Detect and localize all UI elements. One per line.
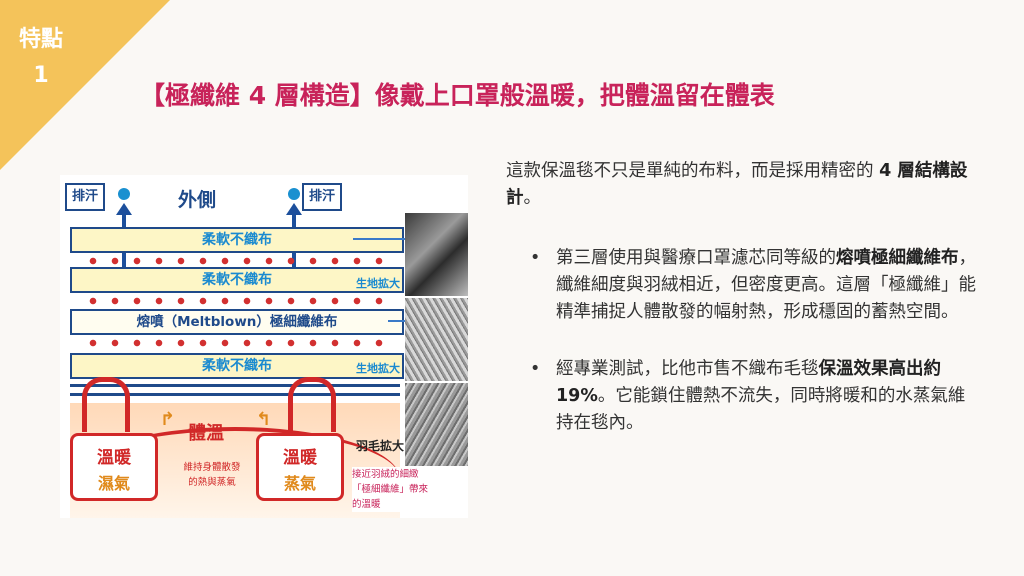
warm-box-right-line-2: 蒸氣 [283,474,316,493]
badge-line-2: 1 [33,63,49,88]
arrow-right-icon: ↱ [160,409,176,430]
warm-box-left-line-2: 濕氣 [97,474,130,493]
layer-2: 柔軟不織布 [70,267,404,293]
intro-bold: 4 層結構設計 [506,161,968,208]
arrow-left-icon: ↰ [256,409,272,430]
fabric-photo-2 [405,298,468,381]
sweat-label-left: 排汗 [65,183,106,211]
list-item: 第三層使用與醫療口罩濾芯同等級的熔噴極細纖維布，纖維細度與羽絨相近，但密度更高。… [508,245,978,326]
outside-label: 外側 [178,189,217,211]
heat-note-line-1: 維持身體散發 [183,462,241,473]
bullet-1-text-b: ，纖維細度與羽絨相近，但密度更高。這層「極纖維」能精準捕捉人體散發的幅射熱，形成… [556,248,976,322]
water-drop-icon [288,188,300,200]
intro-paragraph: 這款保溫毯不只是單純的布料，而是採用精密的 4 層結構設計。 [506,158,976,212]
feather-note-line-3: 的溫暖 [352,499,381,510]
fiber-dots [82,297,387,305]
heat-loop-left-icon [82,377,130,432]
photo-label-2: 生地拡大 [356,362,400,375]
warm-vapor-box: 溫暖 蒸氣 [256,433,344,501]
intro-text-b: 。 [523,188,542,208]
water-drop-icon [118,188,130,200]
sweat-label-right: 排汗 [302,183,343,211]
photo-label-1: 生地拡大 [356,277,400,290]
layer-1: 柔軟不織布 [70,227,404,253]
divider-line [70,384,400,387]
warm-box-left-line-1: 溫暖 [97,448,131,468]
corner-badge [0,0,170,170]
fiber-dots [82,339,387,347]
intro-text-a: 這款保溫毯不只是單純的布料，而是採用精密的 [506,161,880,181]
layer-3-meltblown: 熔噴（Meltblown）極細纖維布 [70,309,404,335]
warm-moisture-box: 溫暖 濕氣 [70,433,158,501]
warm-box-right-line-1: 溫暖 [283,448,317,468]
heat-note-line-2: 的熱與蒸氣 [188,477,236,488]
heat-loop-right-icon [288,377,336,432]
badge-text: 特點 1 [6,22,76,94]
layer-diagram: 排汗 外側 排汗 柔軟不織布 柔軟不織布 熔噴（Meltblown）極細纖維布 … [60,175,405,518]
photo-label-3: 羽毛拡大 [356,439,405,453]
feature-list: 第三層使用與醫療口罩濾芯同等級的熔噴極細纖維布，纖維細度與羽絨相近，但密度更高。… [508,245,978,437]
feather-note-line-2: 「極細纖維」帶來 [352,484,429,495]
badge-line-1: 特點 [18,27,63,52]
fiber-dots [82,257,387,265]
micro-photos [405,175,468,518]
page-title: 【極纖維 4 層構造】像戴上口罩般溫暖，把體溫留在體表 [140,81,775,110]
layer-4: 柔軟不織布 [70,353,404,379]
divider-line [70,393,400,396]
bullet-2-text-a: 經專業測試，比他市售不織布毛毯 [556,359,819,379]
fabric-photo-1 [405,213,468,296]
bullet-1-bold: 熔噴極細纖維布 [836,248,959,268]
bullet-2-text-b: 。它能鎖住體熱不流失，同時將暖和的水蒸氣維持在毯內。 [556,386,966,433]
feather-note: 接近羽絨的細緻 「極細纖維」帶來 的溫暖 [352,467,468,512]
photo-connector [388,320,405,322]
bullet-2-bold: 保溫效果高出約 19% [556,359,941,406]
body-surface-arc [70,427,400,518]
bullet-1-text-a: 第三層使用與醫療口罩濾芯同等級的 [556,248,836,268]
body-temp-label: 體溫 [188,423,224,444]
list-item: 經專業測試，比他市售不織布毛毯保溫效果高出約 19%。它能鎖住體熱不流失，同時將… [508,356,978,437]
structure-figure: 排汗 外側 排汗 柔軟不織布 柔軟不織布 熔噴（Meltblown）極細纖維布 … [60,175,468,518]
feather-note-line-1: 接近羽絨的細緻 [352,469,419,480]
feather-photo [405,383,468,466]
heat-note: 維持身體散發 的熱與蒸氣 [167,460,257,490]
photo-connector [353,238,405,240]
